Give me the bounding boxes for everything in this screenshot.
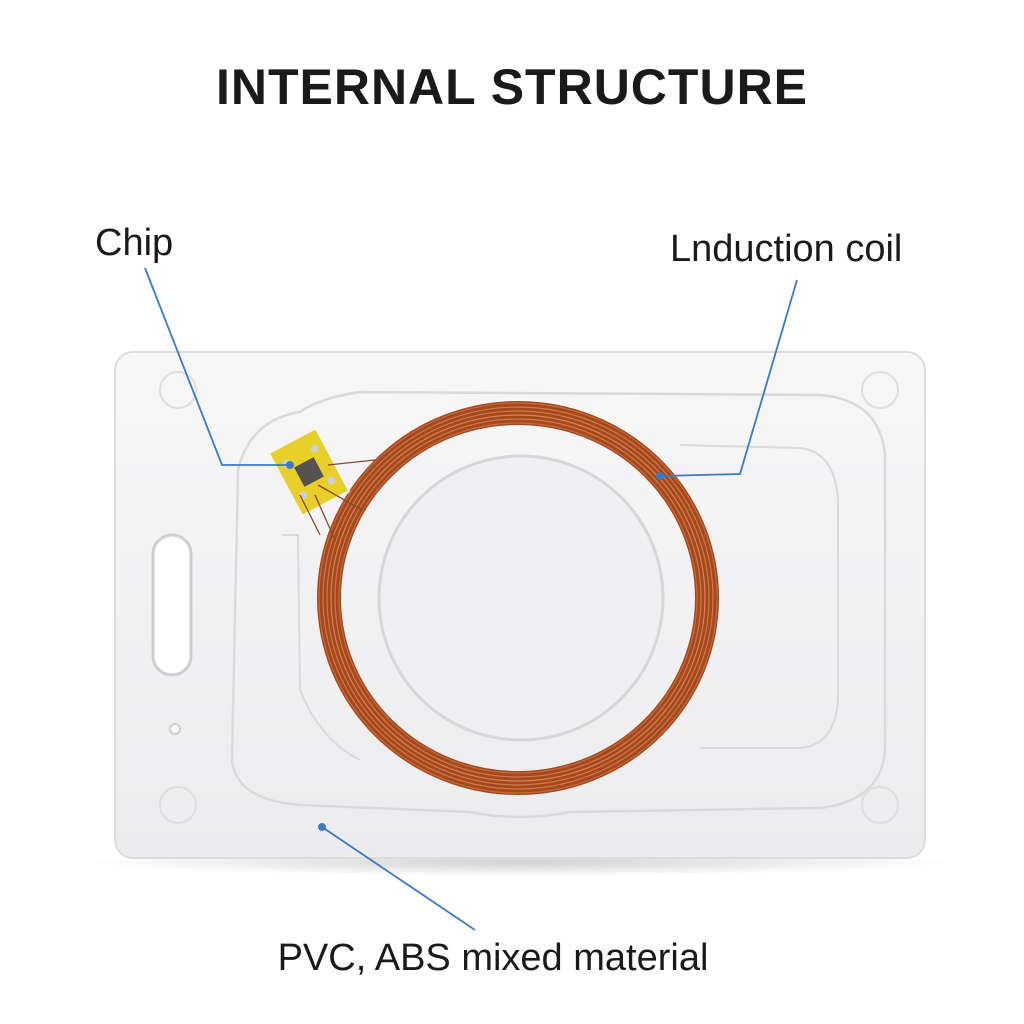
chip-label: Chip	[95, 222, 174, 264]
lanyard-slot	[151, 533, 193, 677]
induction-coil	[317, 401, 719, 795]
chip-wires	[299, 459, 376, 541]
inner-right-recess	[679, 444, 839, 749]
coil-label: Lnduction coil	[670, 228, 903, 270]
material-leader	[321, 826, 476, 931]
chip-die	[294, 457, 324, 487]
center-disc	[377, 454, 665, 742]
chip-leader	[144, 267, 290, 466]
page-title: INTERNAL STRUCTURE	[215, 59, 809, 115]
corner-marks	[159, 371, 899, 824]
material-label: PVC, ABS mixed material	[277, 937, 709, 979]
inner-panel-outline	[230, 390, 887, 819]
small-hole	[169, 723, 181, 735]
inner-left-recess	[282, 534, 361, 761]
leader-dots	[286, 461, 664, 831]
coil-leader	[659, 279, 798, 477]
leader-lines	[144, 267, 798, 931]
